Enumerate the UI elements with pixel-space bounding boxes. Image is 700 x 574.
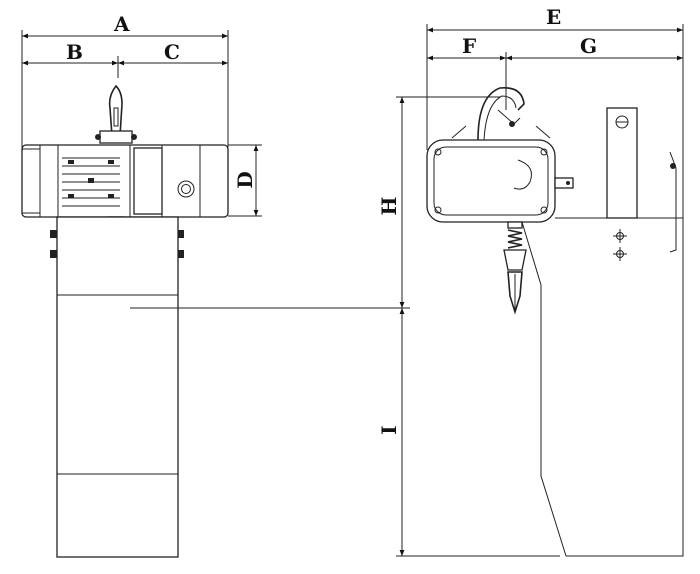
- dimension-h: H: [377, 96, 500, 308]
- mast-side: [521, 107, 684, 557]
- dimension-c: C: [118, 40, 228, 66]
- dimension-e-label: E: [546, 5, 561, 29]
- dimension-d: D: [228, 144, 262, 217]
- mast-front: [50, 216, 184, 558]
- dimension-g-label: G: [580, 34, 597, 58]
- dimension-c-label: C: [164, 40, 180, 64]
- front-view: A B C D: [21, 12, 410, 558]
- top-hook-side: [451, 87, 551, 141]
- dimension-i-label: I: [377, 425, 401, 434]
- hoist-body-front: [21, 144, 229, 218]
- top-hook: [95, 84, 137, 144]
- dimension-f-label: F: [462, 34, 476, 58]
- dimension-b: B: [22, 40, 118, 66]
- hoist-body-side: [426, 139, 574, 223]
- dimension-d-label: D: [233, 171, 257, 188]
- dimension-a-label: A: [113, 12, 130, 36]
- dimension-e: E: [427, 5, 683, 33]
- dimension-g: G: [506, 34, 683, 61]
- side-view: E F G H I: [377, 5, 684, 557]
- dimension-a: A: [22, 12, 228, 39]
- chain-spring-side: [503, 221, 527, 315]
- dimension-h-label: H: [377, 197, 401, 216]
- dimension-f: F: [427, 34, 506, 61]
- dimension-i: I: [377, 308, 560, 557]
- dimension-b-label: B: [66, 40, 83, 64]
